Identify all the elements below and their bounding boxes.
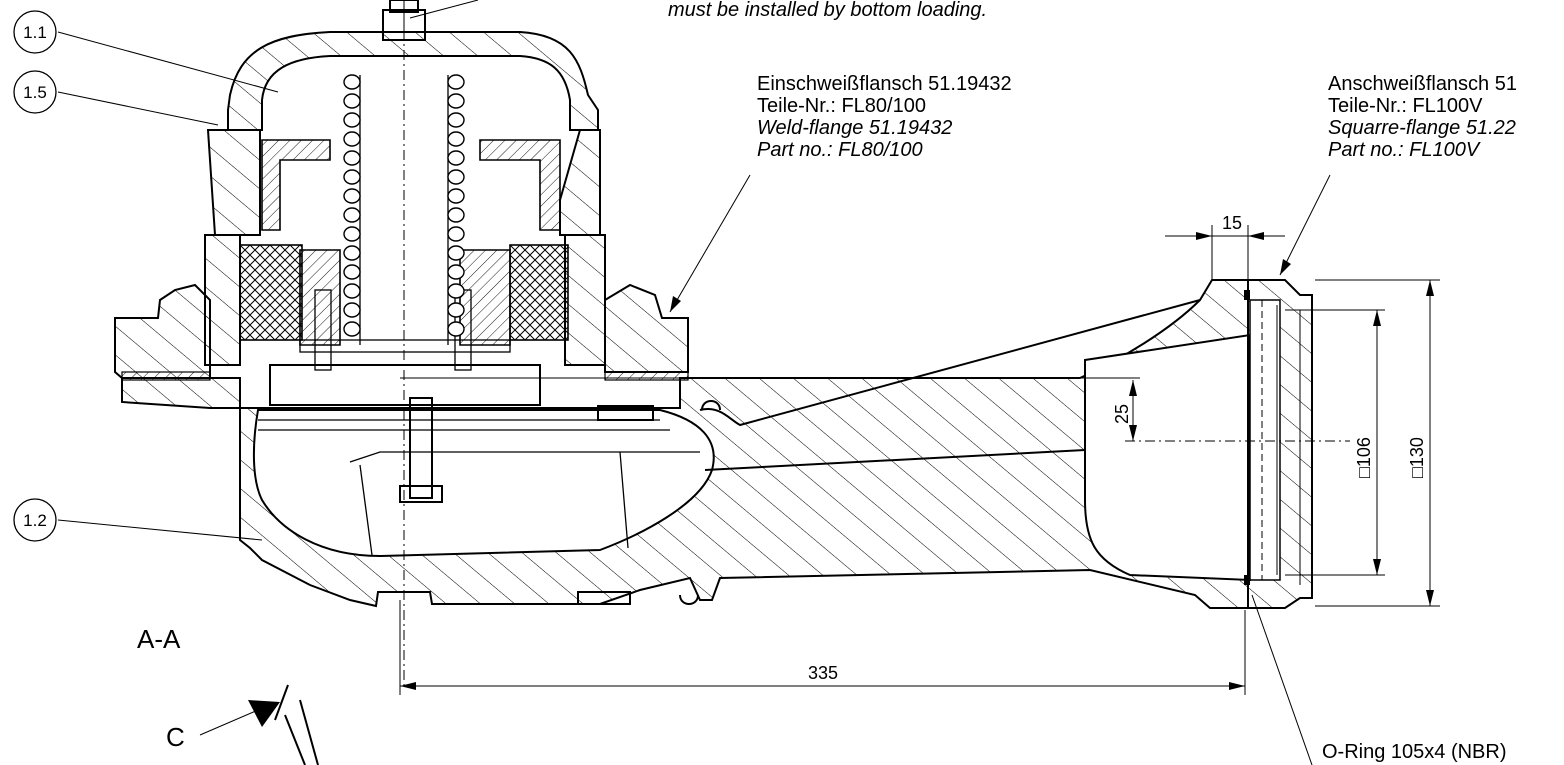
spring-coil bbox=[343, 131, 361, 147]
spring-coil bbox=[343, 283, 361, 299]
oring-label: O-Ring 105x4 (NBR) bbox=[1322, 741, 1507, 763]
spring-coil bbox=[343, 207, 361, 223]
spring-coil bbox=[447, 264, 465, 280]
weld-flange-title-en: Weld-flange 51.19432 bbox=[757, 117, 952, 139]
dimension-lines bbox=[399, 225, 1440, 695]
spring-coil bbox=[447, 207, 465, 223]
spring-coils bbox=[343, 74, 465, 337]
installation-note: must be installed by bottom loading. bbox=[668, 0, 987, 21]
dimension-106: □106 bbox=[1354, 437, 1374, 478]
dimension-25: 25 bbox=[1112, 404, 1132, 424]
spring-coil bbox=[447, 131, 465, 147]
weld-flange-partno-de: Teile-Nr.: FL80/100 bbox=[757, 95, 926, 117]
spring-coil bbox=[343, 264, 361, 280]
spring-coil bbox=[447, 150, 465, 166]
weld-flange-partno-en: Part no.: FL80/100 bbox=[757, 139, 923, 161]
spring-coil bbox=[447, 169, 465, 185]
part-bubble-1-5: 1.5 bbox=[13, 70, 57, 114]
spring-coil bbox=[343, 93, 361, 109]
valve-cover-section bbox=[204, 0, 654, 690]
weld-flange-title-de: Einschweißflansch 51.19432 bbox=[757, 73, 1012, 95]
weld-flange-section bbox=[114, 283, 689, 381]
spring-coil bbox=[447, 112, 465, 128]
spring-coil bbox=[447, 74, 465, 90]
spring-coil bbox=[343, 150, 361, 166]
part-label-1-5: 1.5 bbox=[23, 83, 47, 102]
part-label-1-2: 1.2 bbox=[23, 511, 47, 530]
spring-coil bbox=[343, 112, 361, 128]
part-bubble-1-1: 1.1 bbox=[13, 10, 57, 54]
square-flange-title-en: Squarre-flange 51.22 bbox=[1328, 117, 1516, 139]
spring-coil bbox=[343, 226, 361, 242]
spring-coil bbox=[343, 302, 361, 318]
spring-coil bbox=[447, 188, 465, 204]
spring-coil bbox=[447, 302, 465, 318]
spring-coil bbox=[447, 245, 465, 261]
spring-coil bbox=[447, 283, 465, 299]
square-flange-title-de: Anschweißflansch 51 bbox=[1328, 73, 1517, 95]
spring-coil bbox=[447, 93, 465, 109]
spring-coil bbox=[343, 245, 361, 261]
dimension-15: 15 bbox=[1222, 213, 1242, 233]
view-label: C bbox=[166, 722, 185, 752]
part-bubble-1-2: 1.2 bbox=[13, 498, 57, 542]
square-flange-partno-de: Teile-Nr.: FL100V bbox=[1328, 95, 1483, 117]
square-flange-callout: Anschweißflansch 51 Teile-Nr.: FL100V Sq… bbox=[1328, 73, 1517, 161]
leader-lines bbox=[57, 0, 1331, 765]
dimension-335: 335 bbox=[808, 663, 838, 683]
spring-coil bbox=[343, 321, 361, 337]
spring-coil bbox=[343, 74, 361, 90]
square-flange-partno-en: Part no.: FL100V bbox=[1328, 139, 1481, 161]
weld-flange-callout: Einschweißflansch 51.19432 Teile-Nr.: FL… bbox=[757, 73, 1012, 161]
section-label: A-A bbox=[137, 624, 181, 654]
spring-coil bbox=[447, 321, 465, 337]
square-flange-section bbox=[1244, 279, 1313, 609]
dimension-130: □130 bbox=[1407, 437, 1427, 478]
part-label-1-1: 1.1 bbox=[23, 23, 47, 42]
spring-coil bbox=[343, 188, 361, 204]
spring-coil bbox=[447, 226, 465, 242]
spring-coil bbox=[343, 169, 361, 185]
